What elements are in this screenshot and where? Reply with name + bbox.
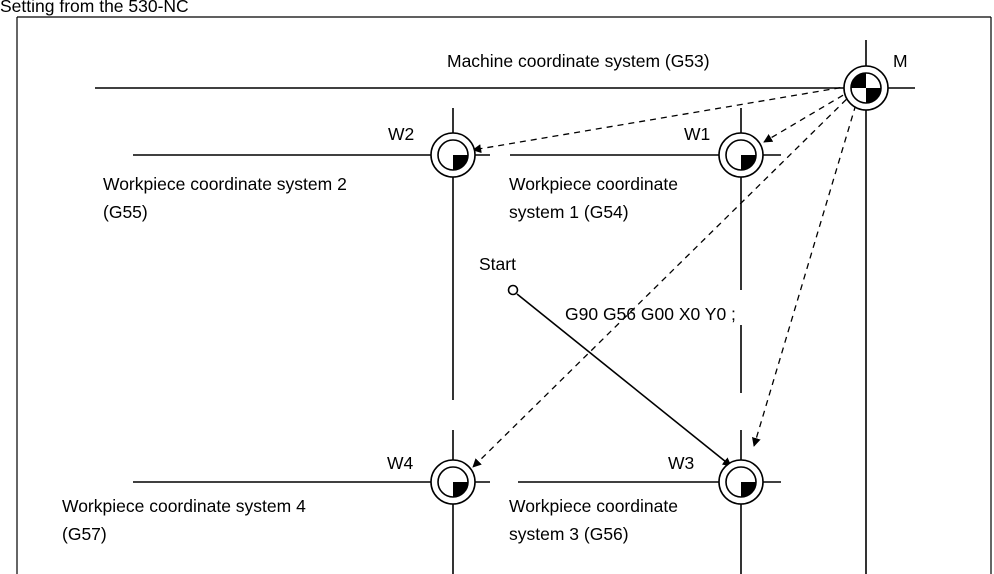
w3-origin-symbol xyxy=(718,459,764,505)
ws2-label-line2: (G55) xyxy=(103,202,148,222)
offset-arrow-m-to-w2 xyxy=(472,83,863,154)
offset-arrow-m-to-w4 xyxy=(472,83,863,468)
start-point xyxy=(507,284,519,296)
command-label: G90 G56 G00 X0 Y0 ; xyxy=(565,304,736,324)
machine-point-label: M xyxy=(893,51,908,71)
machine-system-label: Machine coordinate system (G53) xyxy=(447,51,710,71)
machine-origin-symbol xyxy=(843,65,889,111)
offset-arrow-m-to-w3 xyxy=(752,83,863,447)
ws4-label-line2: (G57) xyxy=(62,524,107,544)
positioning-path xyxy=(516,293,732,467)
w1-label: W1 xyxy=(684,124,710,144)
ws2-label-line1: Workpiece coordinate system 2 xyxy=(103,174,347,194)
w3-label: W3 xyxy=(668,453,694,473)
ws3-label-line2: system 3 (G56) xyxy=(509,524,629,544)
w2-label: W2 xyxy=(388,124,414,144)
w4-origin-symbol xyxy=(430,459,476,505)
start-label: Start xyxy=(479,254,516,274)
w4-label: W4 xyxy=(387,453,414,473)
ws3-label-line1: Workpiece coordinate xyxy=(509,496,678,516)
offset-arrow-m-to-w1 xyxy=(763,83,863,143)
w1-origin-symbol xyxy=(718,132,764,178)
w2-origin-symbol xyxy=(430,132,476,178)
ws1-label-line2: system 1 (G54) xyxy=(509,202,629,222)
ws1-label-line1: Workpiece coordinate xyxy=(509,174,678,194)
ws4-label-line1: Workpiece coordinate system 4 xyxy=(62,496,306,516)
diagram-caption: Setting from the 530-NC xyxy=(0,0,189,16)
